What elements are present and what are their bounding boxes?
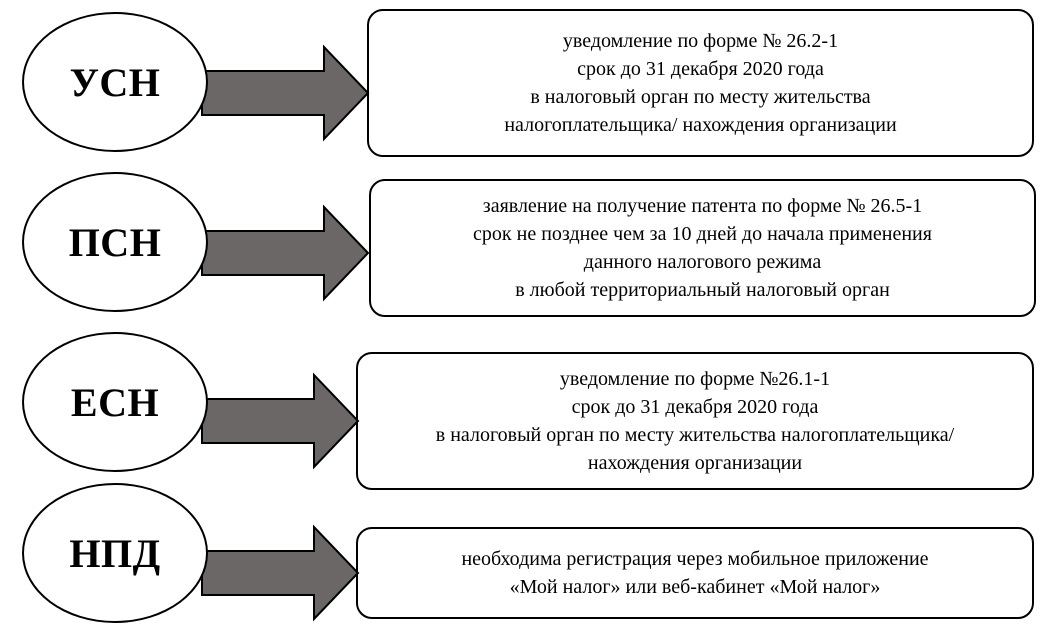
requirement-line: необходима регистрация через мобильное п… (461, 548, 929, 570)
regime-label: ЕСН (70, 379, 160, 425)
regime-label: УСН (69, 59, 161, 105)
regime-ellipse-psn: ПСН (22, 172, 208, 312)
requirement-box-esn: уведомление по форме №26.1-1 срок до 31 … (356, 352, 1034, 490)
requirement-box-psn: заявление на получение патента по форме … (369, 179, 1036, 317)
regime-ellipse-npd: НПД (22, 483, 208, 623)
arrow-icon (201, 372, 360, 470)
requirement-line: в любой территориальный налоговый орган (515, 279, 890, 301)
requirement-line: срок не позднее чем за 10 дней до начала… (473, 223, 932, 245)
regime-label: НПД (69, 530, 161, 576)
requirement-line: данного налогового режима (583, 251, 822, 273)
requirement-line: уведомление по форме № 26.2-1 (562, 30, 839, 52)
regime-label: ПСН (68, 219, 162, 265)
requirement-box-npd: необходима регистрация через мобильное п… (356, 527, 1034, 619)
requirement-line: налогоплательщика/ нахождения организаци… (504, 114, 897, 136)
requirement-line: «Мой налог» или веб-кабинет «Мой налог» (509, 576, 881, 598)
arrow-icon (201, 204, 370, 302)
requirement-line: срок до 31 декабря 2020 года (577, 58, 824, 80)
requirement-line: в налоговый орган по месту жительства на… (435, 424, 955, 446)
requirement-line: срок до 31 декабря 2020 года (571, 396, 819, 418)
arrow-icon (201, 524, 360, 622)
requirement-line: нахождения организации (587, 452, 803, 474)
requirement-line: заявление на получение патента по форме … (482, 195, 923, 217)
arrow-icon (201, 44, 370, 142)
requirement-box-usn: уведомление по форме № 26.2-1 срок до 31… (367, 9, 1034, 157)
regime-ellipse-esn: ЕСН (22, 332, 208, 472)
requirement-line: уведомление по форме №26.1-1 (559, 368, 831, 390)
regime-ellipse-usn: УСН (22, 12, 208, 152)
requirement-line: в налоговый орган по месту жительства (530, 86, 871, 108)
